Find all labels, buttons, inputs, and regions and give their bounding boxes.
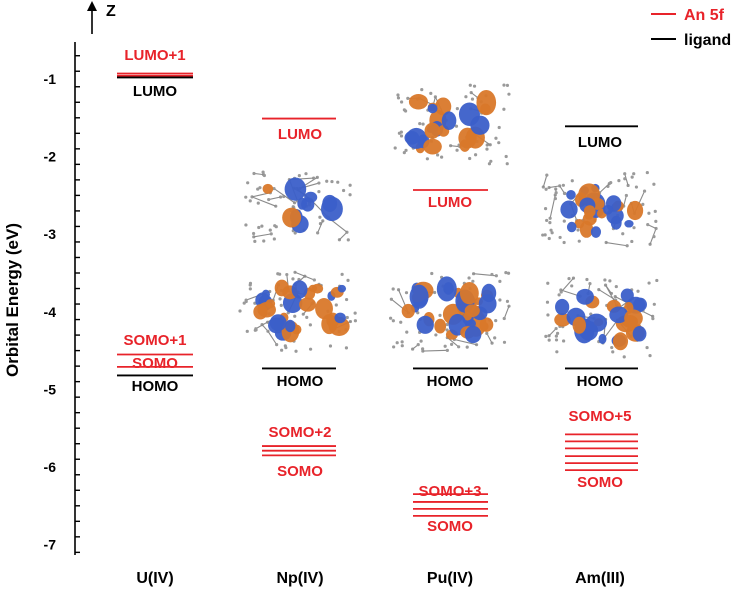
y-tick-label: -7	[44, 537, 57, 553]
column-labels: U(IV) Np(IV) Pu(IV) Am(III)	[136, 570, 625, 587]
molecule-orbital-image	[393, 83, 511, 166]
y-tick-labels: -1 -2 -3 -4 -5 -6 -7	[44, 71, 57, 553]
y-ticks	[75, 55, 80, 554]
level-label: HOMO	[277, 373, 324, 390]
level-label: SOMO+3	[419, 483, 482, 500]
energy-level-labels: LUMO+1LUMOSOMO+1SOMOHOMOLUMOHOMOSOMO+2SO…	[124, 47, 632, 535]
energy-levels	[117, 72, 638, 517]
column-label: Am(III)	[575, 570, 625, 587]
molecule-orbital-image	[244, 170, 352, 243]
y-tick-label: -2	[44, 149, 57, 165]
level-label: SOMO+5	[569, 408, 632, 425]
y-tick-label: -3	[44, 226, 57, 242]
level-label: LUMO	[133, 83, 177, 100]
level-label: LUMO	[428, 194, 472, 211]
level-label: SOMO+1	[124, 332, 187, 349]
molecule-orbital-image	[389, 271, 511, 353]
y-tick-label: -5	[44, 381, 57, 397]
level-label: LUMO	[578, 134, 622, 151]
molecule-orbital-image	[541, 170, 658, 248]
column-label: Np(IV)	[276, 570, 323, 587]
molecule-orbital-image	[238, 270, 357, 353]
y-tick-label: -1	[44, 71, 57, 87]
level-label: LUMO+1	[124, 47, 185, 64]
level-label: SOMO	[132, 355, 178, 372]
level-label: SOMO	[427, 518, 473, 535]
level-label: HOMO	[132, 378, 179, 395]
level-label: HOMO	[427, 373, 474, 390]
level-label: SOMO	[577, 474, 623, 491]
legend: An 5f ligand	[651, 7, 731, 49]
level-label: HOMO	[577, 373, 624, 390]
legend-label: An 5f	[684, 7, 725, 24]
level-label: SOMO+2	[269, 424, 332, 441]
column-label: Pu(IV)	[427, 570, 473, 587]
level-label: LUMO	[278, 126, 322, 143]
y-tick-label: -6	[44, 459, 57, 475]
level-label: SOMO	[277, 463, 323, 480]
column-label: U(IV)	[136, 570, 173, 587]
y-tick-label: -4	[44, 304, 57, 320]
z-axis-arrow	[87, 1, 97, 34]
z-axis-arrow-label: Z	[106, 3, 116, 20]
molecule-orbital-image	[544, 276, 659, 359]
molecule-orbital-images	[238, 83, 659, 359]
y-axis-label: Orbital Energy (eV)	[3, 223, 22, 377]
legend-label: ligand	[684, 32, 731, 49]
